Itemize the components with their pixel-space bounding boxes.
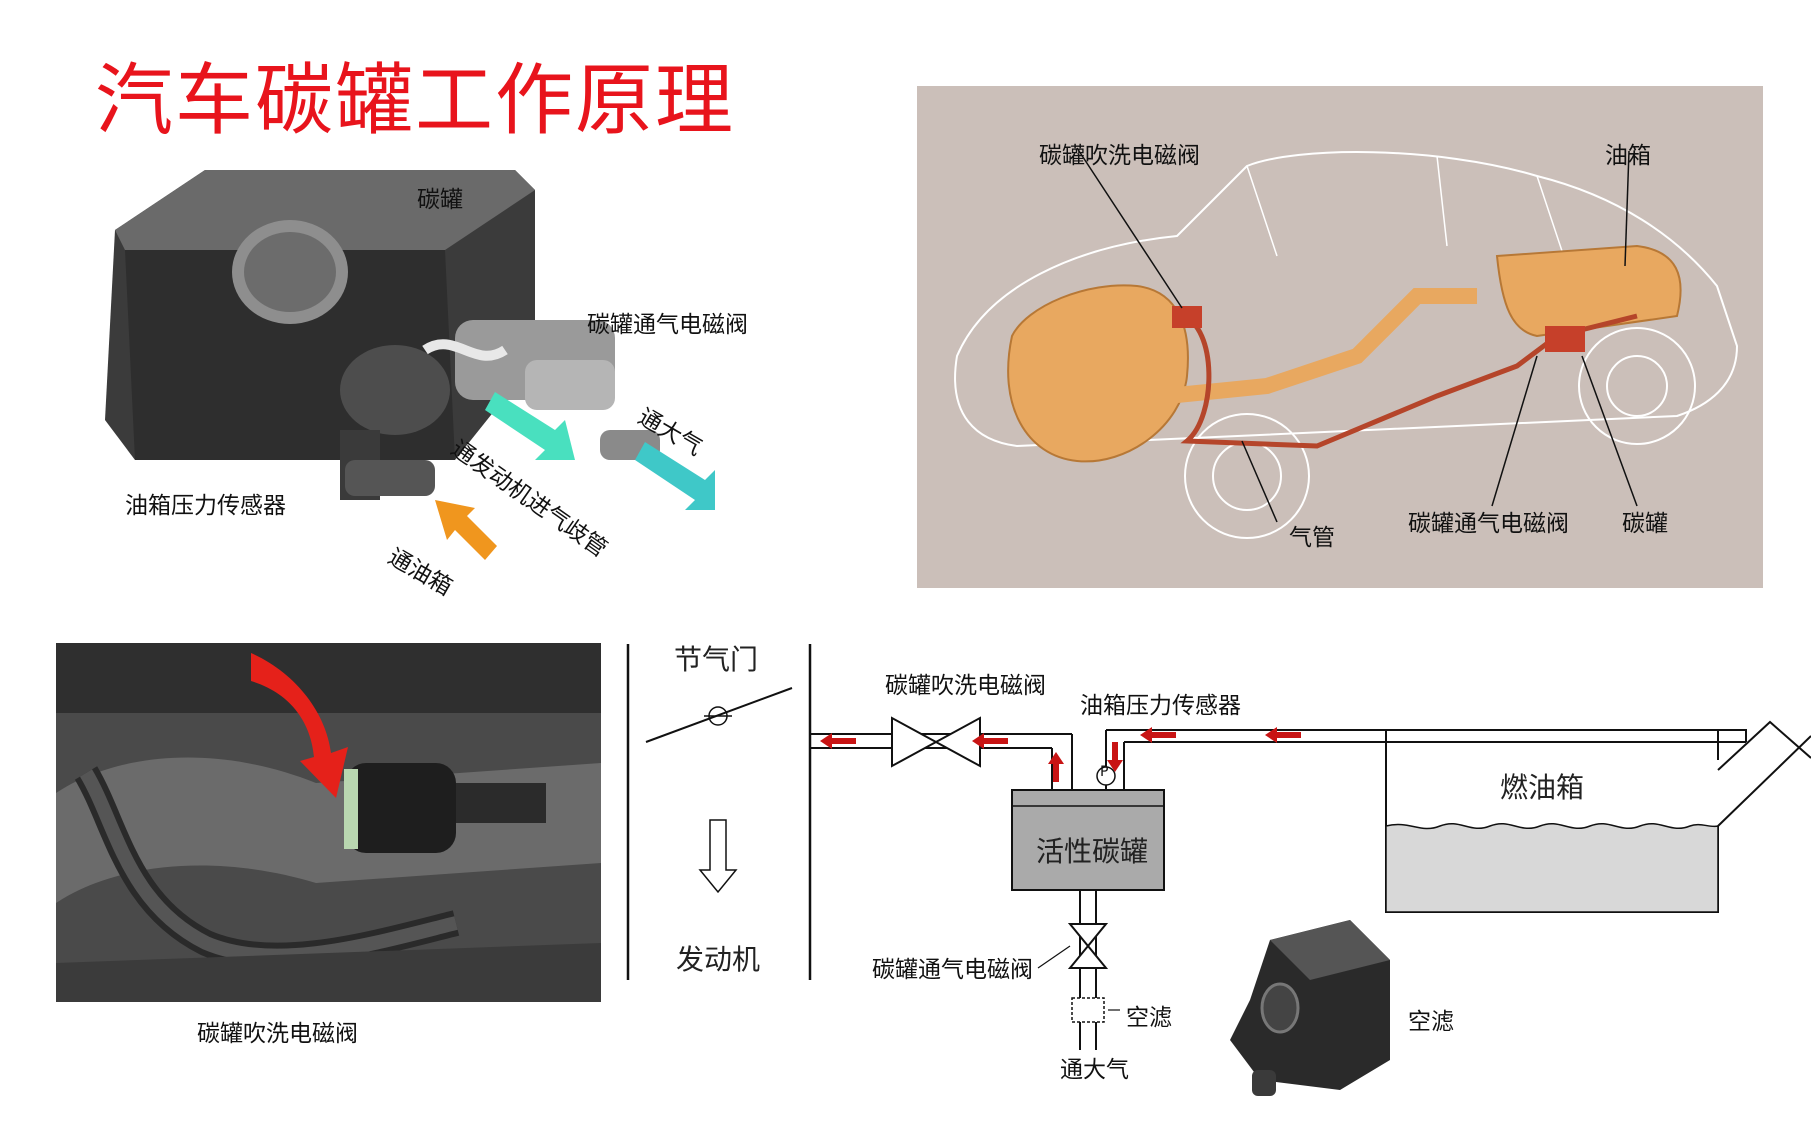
label-tank-pressure-sensor: 油箱压力传感器 bbox=[125, 493, 286, 519]
pressure-symbol: P bbox=[1100, 764, 1109, 780]
schematic: 节气门 发动机 碳罐吹洗电磁阀 油箱压力传感器 P 活性碳罐 燃油箱 碳罐通气电… bbox=[620, 630, 1811, 1132]
label-canister: 碳罐 bbox=[417, 187, 463, 213]
label-schematic-atmosphere: 通大气 bbox=[1060, 1057, 1129, 1083]
label-air-filter-photo: 空滤 bbox=[1408, 1009, 1454, 1035]
engine-illustration bbox=[56, 643, 601, 1002]
label-schematic-vent-valve: 碳罐通气电磁阀 bbox=[872, 957, 1033, 983]
label-engine: 发动机 bbox=[676, 943, 761, 976]
label-schematic-purge-valve: 碳罐吹洗电磁阀 bbox=[885, 673, 1046, 699]
engine-photo bbox=[56, 643, 601, 1002]
label-throttle: 节气门 bbox=[674, 643, 759, 676]
label-car-pipe: 气管 bbox=[1289, 525, 1335, 551]
engine-photo-caption: 碳罐吹洗电磁阀 bbox=[197, 1021, 358, 1047]
schematic-lines bbox=[626, 644, 1811, 1096]
label-car-canister: 碳罐 bbox=[1622, 511, 1668, 537]
label-vent-valve: 碳罐通气电磁阀 bbox=[587, 312, 748, 338]
page-title: 汽车碳罐工作原理 bbox=[95, 56, 736, 146]
label-car-fuel-tank: 油箱 bbox=[1605, 143, 1651, 169]
label-car-vent-valve: 碳罐通气电磁阀 bbox=[1408, 511, 1569, 537]
canister-photo: 碳罐 碳罐通气电磁阀 油箱压力传感器 通大气 通发动机进气歧管 通油箱 bbox=[95, 160, 748, 601]
label-car-purge-valve: 碳罐吹洗电磁阀 bbox=[1039, 143, 1200, 169]
car-illustration bbox=[954, 147, 1739, 539]
label-schematic-air-filter: 空滤 bbox=[1126, 1005, 1172, 1031]
label-schematic-fuel-tank: 燃油箱 bbox=[1500, 771, 1585, 804]
label-schematic-pressure-sensor: 油箱压力传感器 bbox=[1080, 693, 1241, 719]
canister-illustration bbox=[105, 170, 715, 560]
label-schematic-canister: 活性碳罐 bbox=[1036, 835, 1149, 868]
car-diagram-panel: 碳罐吹洗电磁阀 油箱 气管 碳罐通气电磁阀 碳罐 bbox=[917, 86, 1763, 588]
